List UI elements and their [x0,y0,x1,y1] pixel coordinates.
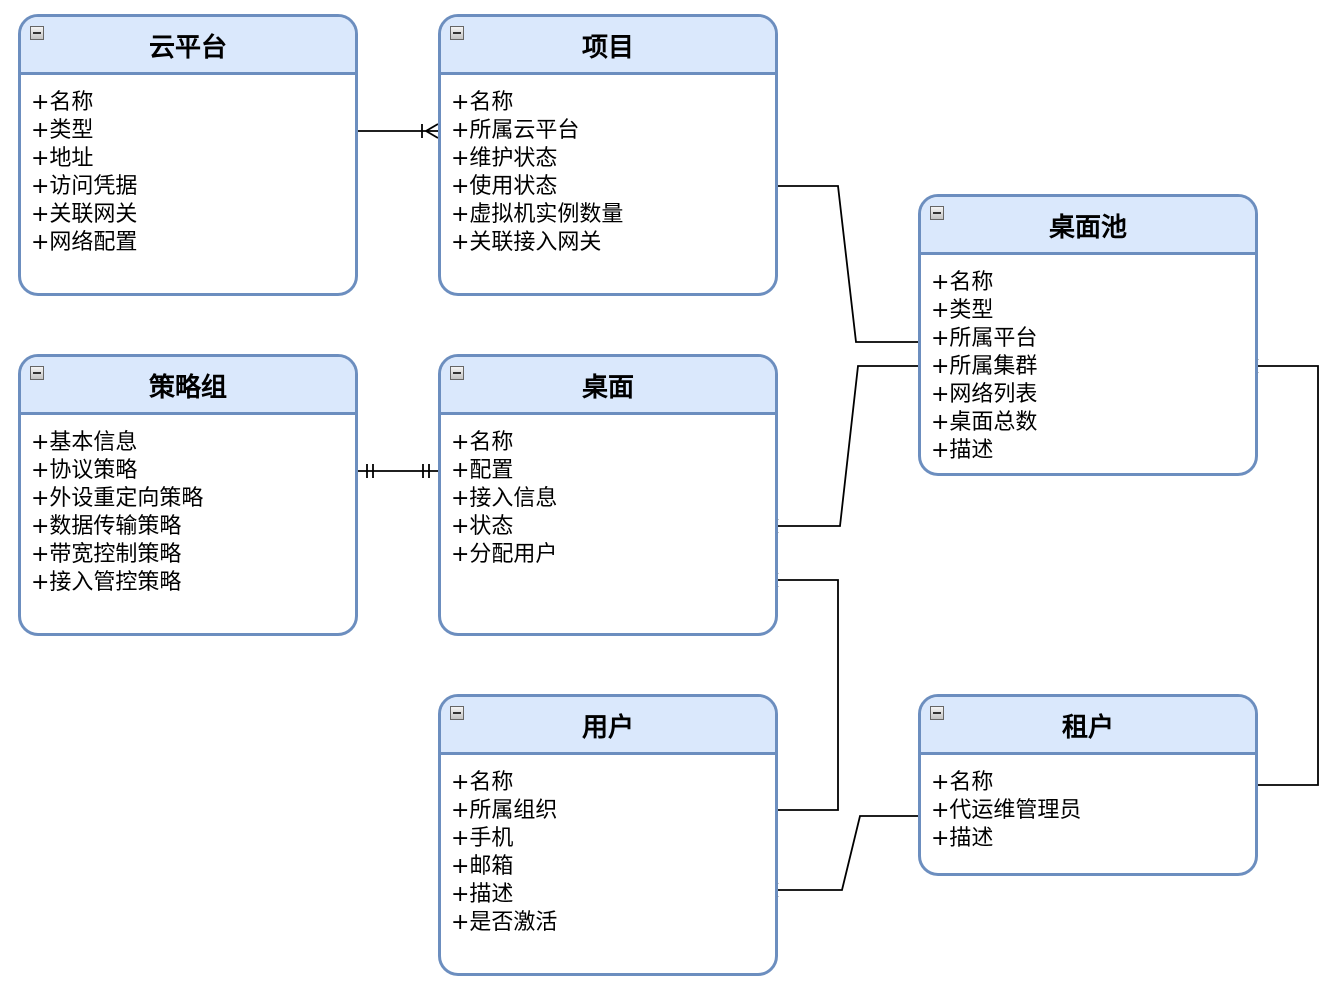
attribute: +网络配置 [31,230,138,255]
attribute: +名称 [451,770,514,795]
collapse-icon[interactable] [450,366,464,380]
entity-header: 租户 [921,697,1255,755]
collapse-icon[interactable] [30,366,44,380]
attribute: +地址 [31,146,94,171]
entity-title: 用户 [581,713,634,743]
entity-header: 策略组 [21,357,355,415]
attribute: +分配用户 [451,542,558,567]
attribute: +描述 [931,438,994,463]
collapse-icon[interactable] [30,26,44,40]
attribute: +手机 [451,826,514,851]
entity-desktop[interactable]: 桌面 +名称 +配置 +接入信息 +状态 +分配用户 [438,354,778,636]
attribute: +类型 [31,118,94,143]
attribute: +网络列表 [931,382,1038,407]
attribute: +名称 [31,90,94,115]
collapse-icon[interactable] [930,706,944,720]
attribute: +维护状态 [451,146,558,171]
attribute: +桌面总数 [931,410,1038,435]
attribute: +代运维管理员 [931,798,1082,823]
attribute: +名称 [451,430,514,455]
attribute: +所属组织 [451,798,558,823]
entity-tenant[interactable]: 租户 +名称 +代运维管理员 +描述 [918,694,1258,876]
attribute: +所属平台 [931,326,1038,351]
attribute: +名称 [931,270,994,295]
collapse-icon[interactable] [450,26,464,40]
entity-cloud-platform[interactable]: 云平台 +名称 +类型 +地址 +访问凭据 +关联网关 +网络配置 [18,14,358,296]
attribute: +类型 [931,298,994,323]
entity-policy-group[interactable]: 策略组 +基本信息 +协议策略 +外设重定向策略 +数据传输策略 +带宽控制策略… [18,354,358,636]
attribute: +名称 [931,770,994,795]
entity-header: 桌面池 [921,197,1255,255]
attribute: +名称 [451,90,514,115]
attribute: +接入管控策略 [31,570,182,595]
attribute-list: +名称 +配置 +接入信息 +状态 +分配用户 [441,415,775,569]
connector-tick [425,130,439,139]
attribute: +基本信息 [31,430,138,455]
relationship-line [778,579,839,811]
attribute: +描述 [931,826,994,851]
attribute: +描述 [451,882,514,907]
relationship-line [778,365,918,527]
entity-title: 云平台 [148,33,227,63]
relationship-line [778,185,918,343]
attribute: +是否激活 [451,910,558,935]
attribute: +接入信息 [451,486,558,511]
entity-header: 桌面 [441,357,775,415]
attribute: +关联网关 [31,202,138,227]
entity-title: 桌面 [581,373,634,403]
attribute-list: +名称 +所属云平台 +维护状态 +使用状态 +虚拟机实例数量 +关联接入网关 [441,75,775,257]
attribute: +关联接入网关 [451,230,602,255]
attribute-list: +基本信息 +协议策略 +外设重定向策略 +数据传输策略 +带宽控制策略 +接入… [21,415,355,597]
entity-header: 项目 [441,17,775,75]
connector-tick [425,123,439,132]
attribute: +邮箱 [451,854,514,879]
attribute-list: +名称 +类型 +地址 +访问凭据 +关联网关 +网络配置 [21,75,355,257]
entity-title: 策略组 [148,373,227,403]
entity-header: 用户 [441,697,775,755]
collapse-icon[interactable] [930,206,944,220]
attribute: +协议策略 [31,458,138,483]
attribute: +使用状态 [451,174,558,199]
entity-project[interactable]: 项目 +名称 +所属云平台 +维护状态 +使用状态 +虚拟机实例数量 +关联接入… [438,14,778,296]
entity-header: 云平台 [21,17,355,75]
attribute: +所属云平台 [451,118,580,143]
entity-title: 桌面池 [1048,213,1127,243]
entity-title: 项目 [581,33,634,63]
attribute-list: +名称 +代运维管理员 +描述 [921,755,1255,853]
attribute: +所属集群 [931,354,1038,379]
entity-desktop-pool[interactable]: 桌面池 +名称 +类型 +所属平台 +所属集群 +网络列表 +桌面总数 +描述 [918,194,1258,476]
attribute: +配置 [451,458,514,483]
attribute: +状态 [451,514,514,539]
collapse-icon[interactable] [450,706,464,720]
attribute: +虚拟机实例数量 [451,202,624,227]
attribute: +外设重定向策略 [31,486,204,511]
entity-user[interactable]: 用户 +名称 +所属组织 +手机 +邮箱 +描述 +是否激活 [438,694,778,976]
relationship-line [1258,365,1319,786]
attribute-list: +名称 +类型 +所属平台 +所属集群 +网络列表 +桌面总数 +描述 [921,255,1255,465]
entity-title: 租户 [1061,713,1114,743]
attribute-list: +名称 +所属组织 +手机 +邮箱 +描述 +是否激活 [441,755,775,937]
relationship-line [778,815,918,891]
attribute: +访问凭据 [31,174,138,199]
attribute: +带宽控制策略 [31,542,182,567]
attribute: +数据传输策略 [31,514,182,539]
